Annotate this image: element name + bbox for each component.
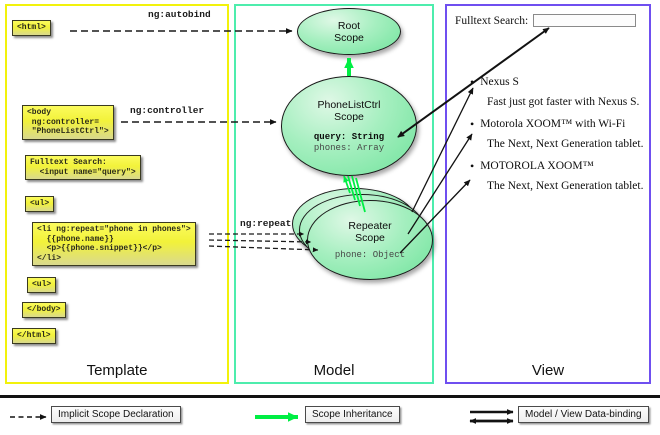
legend-label-implicit-scope-declaration: Implicit Scope Declaration <box>51 406 181 423</box>
scope-phonelistctrl-title-1: PhoneListCtrl <box>317 98 381 111</box>
phone-snippet: Fast just got faster with Nexus S. <box>487 96 640 108</box>
phone-name: Motorola XOOM™ with Wi-Fi <box>480 118 626 130</box>
phone-name: Nexus S <box>480 76 519 88</box>
view-search-input[interactable] <box>533 14 637 27</box>
scope-phonelistctrl-prop-phones: phones: Array <box>313 142 385 153</box>
code-box-ul-close: <ul> <box>27 277 57 293</box>
code-box-body-close: </body> <box>22 302 66 318</box>
code-box-html-close: </html> <box>12 328 56 344</box>
panel-template <box>5 4 229 384</box>
scope-phonelistctrl-prop-query: query: String <box>313 131 385 142</box>
code-box-ul-open: <ul> <box>25 196 55 212</box>
code-box-search-input: Fulltext Search: <input name="query"> <box>25 155 141 180</box>
connector-label-repeat: ng:repeat <box>240 218 292 229</box>
scope-repeater-title-2: Scope <box>355 231 385 244</box>
list-item[interactable]: • Nexus S <box>470 76 650 89</box>
scope-root-title-2: Scope <box>334 31 364 44</box>
list-item[interactable]: • MOTOROLA XOOM™ <box>470 160 650 173</box>
panel-label-template: Template <box>86 362 148 379</box>
view-phone-list: • Nexus S Fast just got faster with Nexu… <box>470 76 650 202</box>
bullet-icon: • <box>470 159 475 173</box>
panel-label-model: Model <box>313 362 355 379</box>
list-item[interactable]: • Motorola XOOM™ with Wi-Fi <box>470 118 650 131</box>
code-box-body: <body ng:controller= "PhoneListCtrl"> <box>22 105 114 140</box>
scope-phonelistctrl-title-2: Scope <box>334 110 364 123</box>
scope-root-title-1: Root <box>337 19 361 32</box>
phone-snippet: The Next, Next Generation tablet. <box>487 138 644 150</box>
view-search-row: Fulltext Search: <box>455 14 645 27</box>
phone-snippet: The Next, Next Generation tablet. <box>487 180 644 192</box>
scope-phonelistctrl: PhoneListCtrl Scope query: String phones… <box>281 76 417 176</box>
view-search-label: Fulltext Search: <box>455 14 529 27</box>
connector-label-autobind: ng:autobind <box>148 9 211 20</box>
panel-label-view: View <box>531 362 565 379</box>
phone-name: MOTOROLA XOOM™ <box>480 160 594 172</box>
connector-label-controller: ng:controller <box>130 105 205 116</box>
scope-repeater-prop-phone: phone: Object <box>334 249 406 260</box>
scope-repeater-title-1: Repeater <box>348 219 392 232</box>
code-box-li-repeat: <li ng:repeat="phone in phones"> {{phone… <box>32 222 196 266</box>
scope-repeater: Repeater Scope phone: Object <box>307 200 433 280</box>
legend-label-model-view-data-binding: Model / View Data-binding <box>518 406 649 423</box>
legend-arrow-databinding <box>469 409 514 424</box>
legend-divider <box>0 395 660 398</box>
code-box-html: <html> <box>12 20 51 36</box>
bullet-icon: • <box>470 75 475 89</box>
bullet-icon: • <box>470 117 475 131</box>
scope-root: Root Scope <box>297 8 401 55</box>
legend-label-scope-inheritance: Scope Inheritance <box>305 406 400 423</box>
